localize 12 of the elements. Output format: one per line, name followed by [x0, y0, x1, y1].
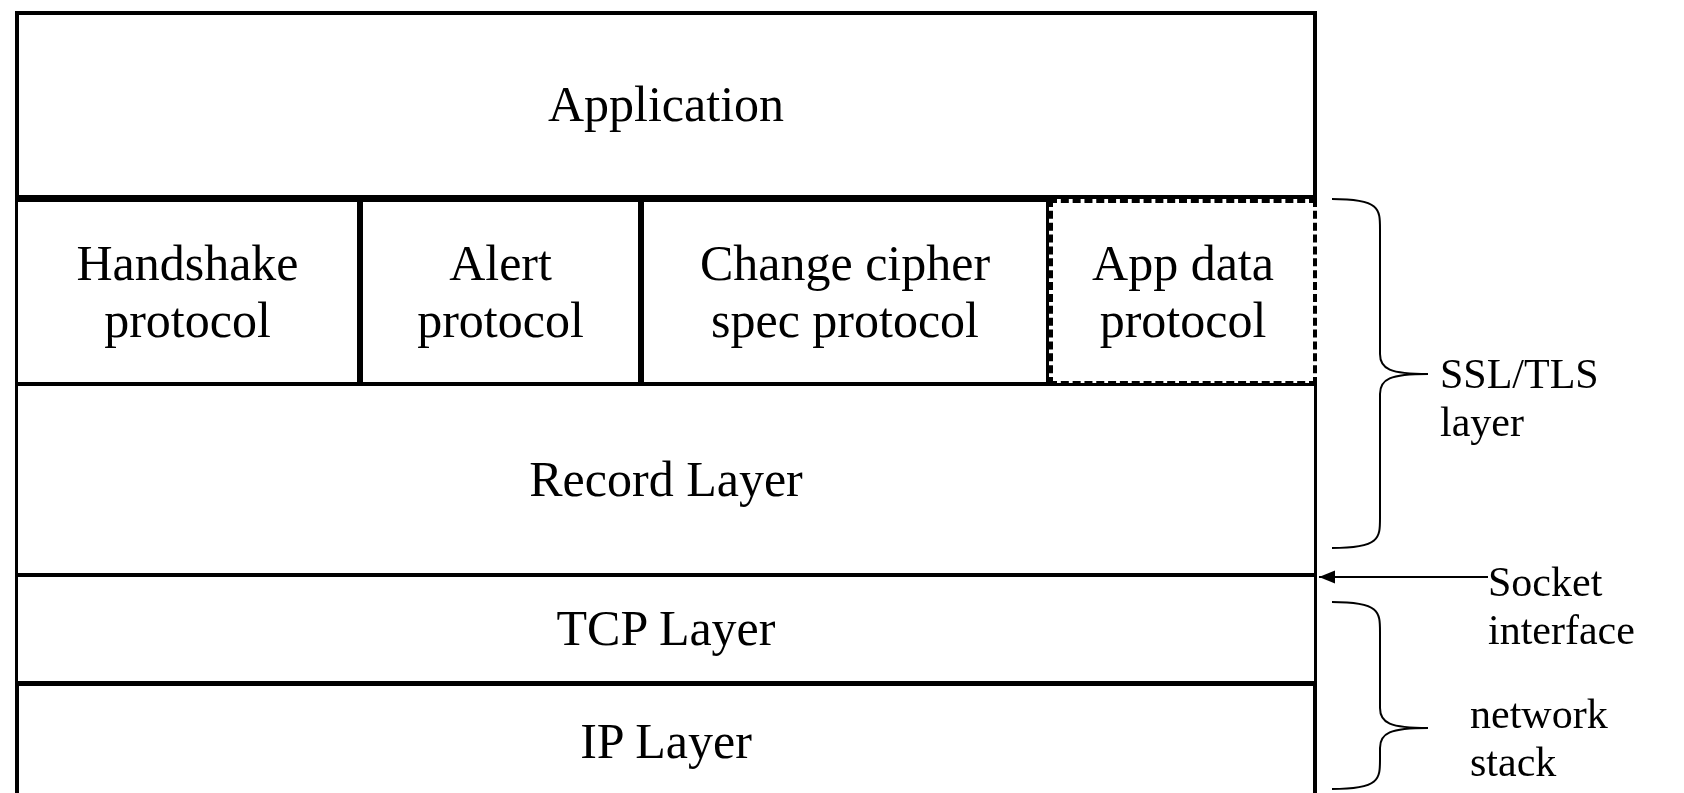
layer-box: IP Layer	[15, 682, 1317, 793]
layer-box: Handshake protocol	[15, 199, 360, 385]
layer-box: TCP Layer	[15, 574, 1317, 684]
layer-box: Change cipher spec protocol	[641, 199, 1049, 385]
annotation-text: SSL/TLS layer	[1440, 350, 1600, 447]
arrow	[1318, 570, 1489, 584]
layer-box: Alert protocol	[360, 199, 641, 385]
layer-box: Record Layer	[15, 383, 1317, 576]
annotation-text: Socket interface	[1488, 556, 1678, 656]
annotation-text: network stack	[1470, 690, 1609, 787]
layer-box: App data protocol	[1049, 199, 1317, 385]
layer-box: Application	[15, 11, 1317, 199]
